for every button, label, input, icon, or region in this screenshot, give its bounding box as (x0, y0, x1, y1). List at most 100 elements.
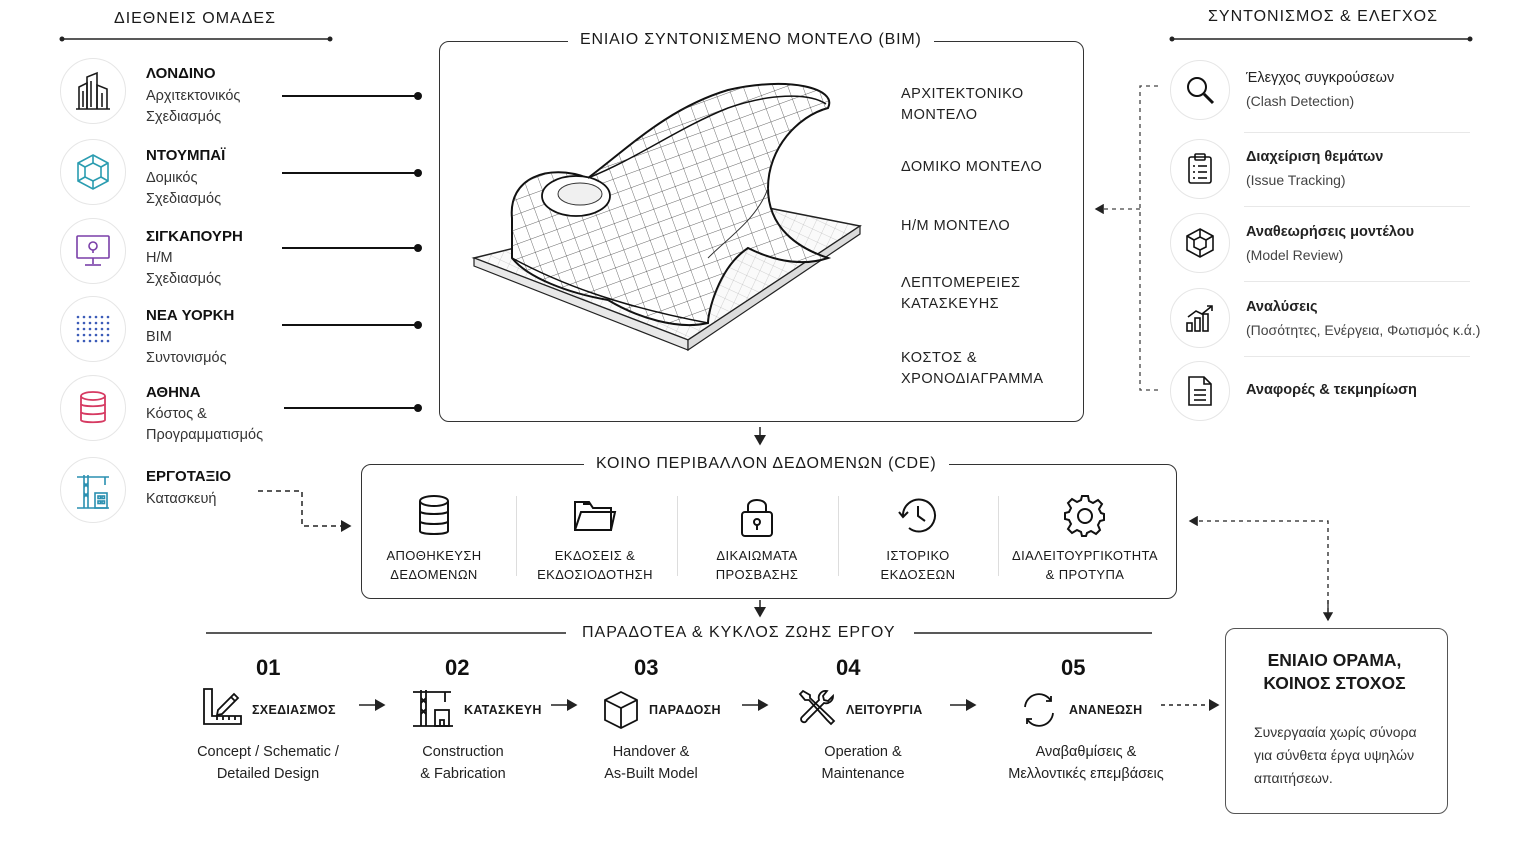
team-city: ΝΤΟΥΜΠΑΪ (146, 147, 226, 164)
teams-title: ΔΙΕΘΝΕΙΣ ΟΜΑΔΕΣ (114, 10, 276, 27)
coordination-title: ΣΥΝΤΟΝΙΣΜΟΣ & ΕΛΕΓΧΟΣ (1208, 8, 1439, 25)
vision-panel (1225, 628, 1448, 814)
phase-number: 04 (836, 655, 861, 680)
team-newyork-icon (60, 296, 126, 362)
phase-description: Concept / Schematic / Detailed Design (197, 744, 339, 782)
divider (1244, 281, 1470, 282)
cde-label: ΔΙΚΑΙΩΜΑΤΑ ΠΡΟΣΒΑΣΗΣ (715, 548, 799, 582)
bim-layer-mep: Η/Μ ΜΟΝΤΕΛΟ (901, 218, 1011, 234)
monitor-icon (76, 235, 110, 266)
history-icon (898, 498, 936, 533)
cube-icon (1186, 228, 1214, 258)
team-city: ΝΕΑ ΥΟΡΚΗ (146, 307, 235, 324)
phase-description: Operation & Maintenance (821, 744, 905, 782)
team-role: Δομικός Σχεδιασμός (146, 170, 222, 207)
divider (1244, 206, 1470, 207)
phase-number: 01 (256, 655, 281, 680)
cde-panel (361, 464, 1177, 599)
team-city: ΑΘΗΝΑ (146, 384, 201, 401)
cube-icon (77, 154, 109, 190)
divider (516, 496, 517, 576)
chart-icon (1186, 305, 1213, 332)
cde-label: ΕΚΔΟΣΕΙΣ & ΕΚΔΟΣΙΟΔΟΤΗΣΗ (537, 548, 653, 582)
phase-description: Αναβαθμίσεις & Μελλοντικές επεμβάσεις (1008, 744, 1164, 782)
team-singapore-icon (60, 218, 126, 284)
team-city: ΣΙΓΚΑΠΟΥΡΗ (146, 228, 243, 245)
team-connector (282, 247, 418, 249)
design-tools-icon (203, 688, 242, 725)
phase-name: ΠΑΡΑΔΟΣΗ (649, 703, 721, 717)
team-athens-icon (60, 375, 126, 441)
coord-sub: (Model Review) (1246, 247, 1344, 263)
bim-title: ΕΝΙΑΙΟ ΣΥΝΤΟΝΙΣΜΕΝΟ ΜΟΝΤΕΛΟ (BIM) (568, 31, 934, 49)
lock-icon (741, 499, 773, 537)
team-role: Κατασκευή (146, 491, 217, 507)
bim-layer-structural: ΔΟΜΙΚΟ ΜΟΝΤΕΛΟ (901, 159, 1043, 175)
cde-title: ΚΟΙΝΟ ΠΕΡΙΒΑΛΛΟΝ ΔΕΔΟΜΕΝΩΝ (CDE) (584, 455, 949, 473)
crane-icon (413, 690, 453, 727)
coord-label: Έλεγχος συγκρούσεων (1246, 70, 1395, 86)
team-connector-dot (414, 404, 422, 412)
document-icon (1188, 376, 1212, 406)
tools-icon (798, 689, 836, 726)
vision-text: Συνεργααία χωρίς σύνορα για σύνθετα έργα… (1254, 724, 1417, 786)
magnifier-icon (1187, 77, 1215, 105)
team-connector-dot (414, 244, 422, 252)
divider (677, 496, 678, 576)
divider (998, 496, 999, 576)
coord-label: Διαχείριση θεμάτων (1246, 149, 1384, 165)
team-connector-dot (414, 321, 422, 329)
team-connector (282, 95, 418, 97)
clipboard-icon (1188, 153, 1212, 184)
phase-name: ΣΧΕΔΙΑΣΜΟΣ (252, 703, 336, 717)
team-london-icon (60, 58, 126, 124)
coord-label: Αναφορές & τεκμηρίωση (1246, 382, 1417, 398)
coord-clash-icon (1170, 60, 1230, 120)
team-role: BIM Συντονισμός (146, 329, 227, 366)
team-role: Κόστος & Προγραμματισμός (146, 406, 264, 443)
divider (838, 496, 839, 576)
phase-name: ΛΕΙΤΟΥΡΓΙΑ (846, 703, 923, 717)
team-connector (282, 172, 418, 174)
database-icon (80, 391, 106, 424)
cde-label: ΑΠΟΘΗΚΕΥΣΗ ΔΕΔΟΜΕΝΩΝ (386, 548, 482, 582)
cde-item-history: ΙΣΤΟΡΙΚΟ ΕΚΔΟΣΕΩΝ (838, 492, 998, 584)
coord-analysis-icon (1170, 288, 1230, 348)
divider (1244, 356, 1470, 357)
phase-number: 03 (634, 655, 659, 680)
phase-number: 05 (1061, 655, 1086, 680)
phase-description: Handover & As-Built Model (604, 744, 698, 782)
folder-icon (574, 501, 617, 531)
team-dubai-icon (60, 139, 126, 205)
team-connector-dot (414, 169, 422, 177)
crane-icon (77, 475, 109, 509)
cde-item-access: ΔΙΚΑΙΩΜΑΤΑ ΠΡΟΣΒΑΣΗΣ (677, 492, 837, 584)
lifecycle-title: ΠΑΡΑΔΟΤΕΑ & ΚΥΚΛΟΣ ΖΩΗΣ ΕΡΓΟΥ (582, 624, 896, 641)
vision-title: ΕΝΙΑΙΟ ΟΡΑΜΑ, ΚΟΙΝΟΣ ΣΤΟΧΟΣ (1263, 650, 1406, 693)
team-city: ΕΡΓΟΤΑΞΙΟ (146, 468, 232, 485)
refresh-icon (1024, 693, 1054, 727)
coord-label: Αναλύσεις (1246, 299, 1318, 315)
box-icon (604, 690, 638, 730)
coord-sub: (Issue Tracking) (1246, 172, 1346, 188)
coord-report-icon (1170, 361, 1230, 421)
buildings-icon (76, 71, 110, 110)
team-role: Η/Μ Σχεδιασμός (146, 250, 222, 287)
coord-label: Αναθεωρήσεις μοντέλου (1246, 224, 1415, 240)
phase-name: ΚΑΤΑΣΚΕΥΗ (464, 703, 542, 717)
team-role: Αρχιτεκτονικός Σχεδιασμός (146, 88, 241, 125)
bim-layer-details: ΛΕΠΤΟΜΕΡΕΙΕΣ ΚΑΤΑΣΚΕΥΗΣ (901, 275, 1021, 312)
phase-number: 02 (445, 655, 470, 680)
cde-item-versions: ΕΚΔΟΣΕΙΣ & ΕΚΔΟΣΙΟΔΟΤΗΣΗ (515, 492, 675, 584)
team-city: ΛΟΝΔΙΝΟ (146, 65, 216, 82)
team-site-icon (60, 457, 126, 523)
cde-label: ΔΙΑΛΕΙΤΟΥΡΓΙΚΟΤΗΤΑ & ΠΡΟΤΥΠΑ (1011, 548, 1158, 582)
bim-layer-architectural: ΑΡΧΙΤΕΚΤΟΝΙΚΟ ΜΟΝΤΕΛΟ (901, 86, 1024, 123)
phase-description: Construction & Fabrication (420, 744, 506, 782)
gear-icon (1064, 495, 1105, 537)
coord-issue-icon (1170, 139, 1230, 199)
database-icon (419, 495, 449, 535)
divider (1244, 132, 1470, 133)
team-connector (282, 324, 418, 326)
